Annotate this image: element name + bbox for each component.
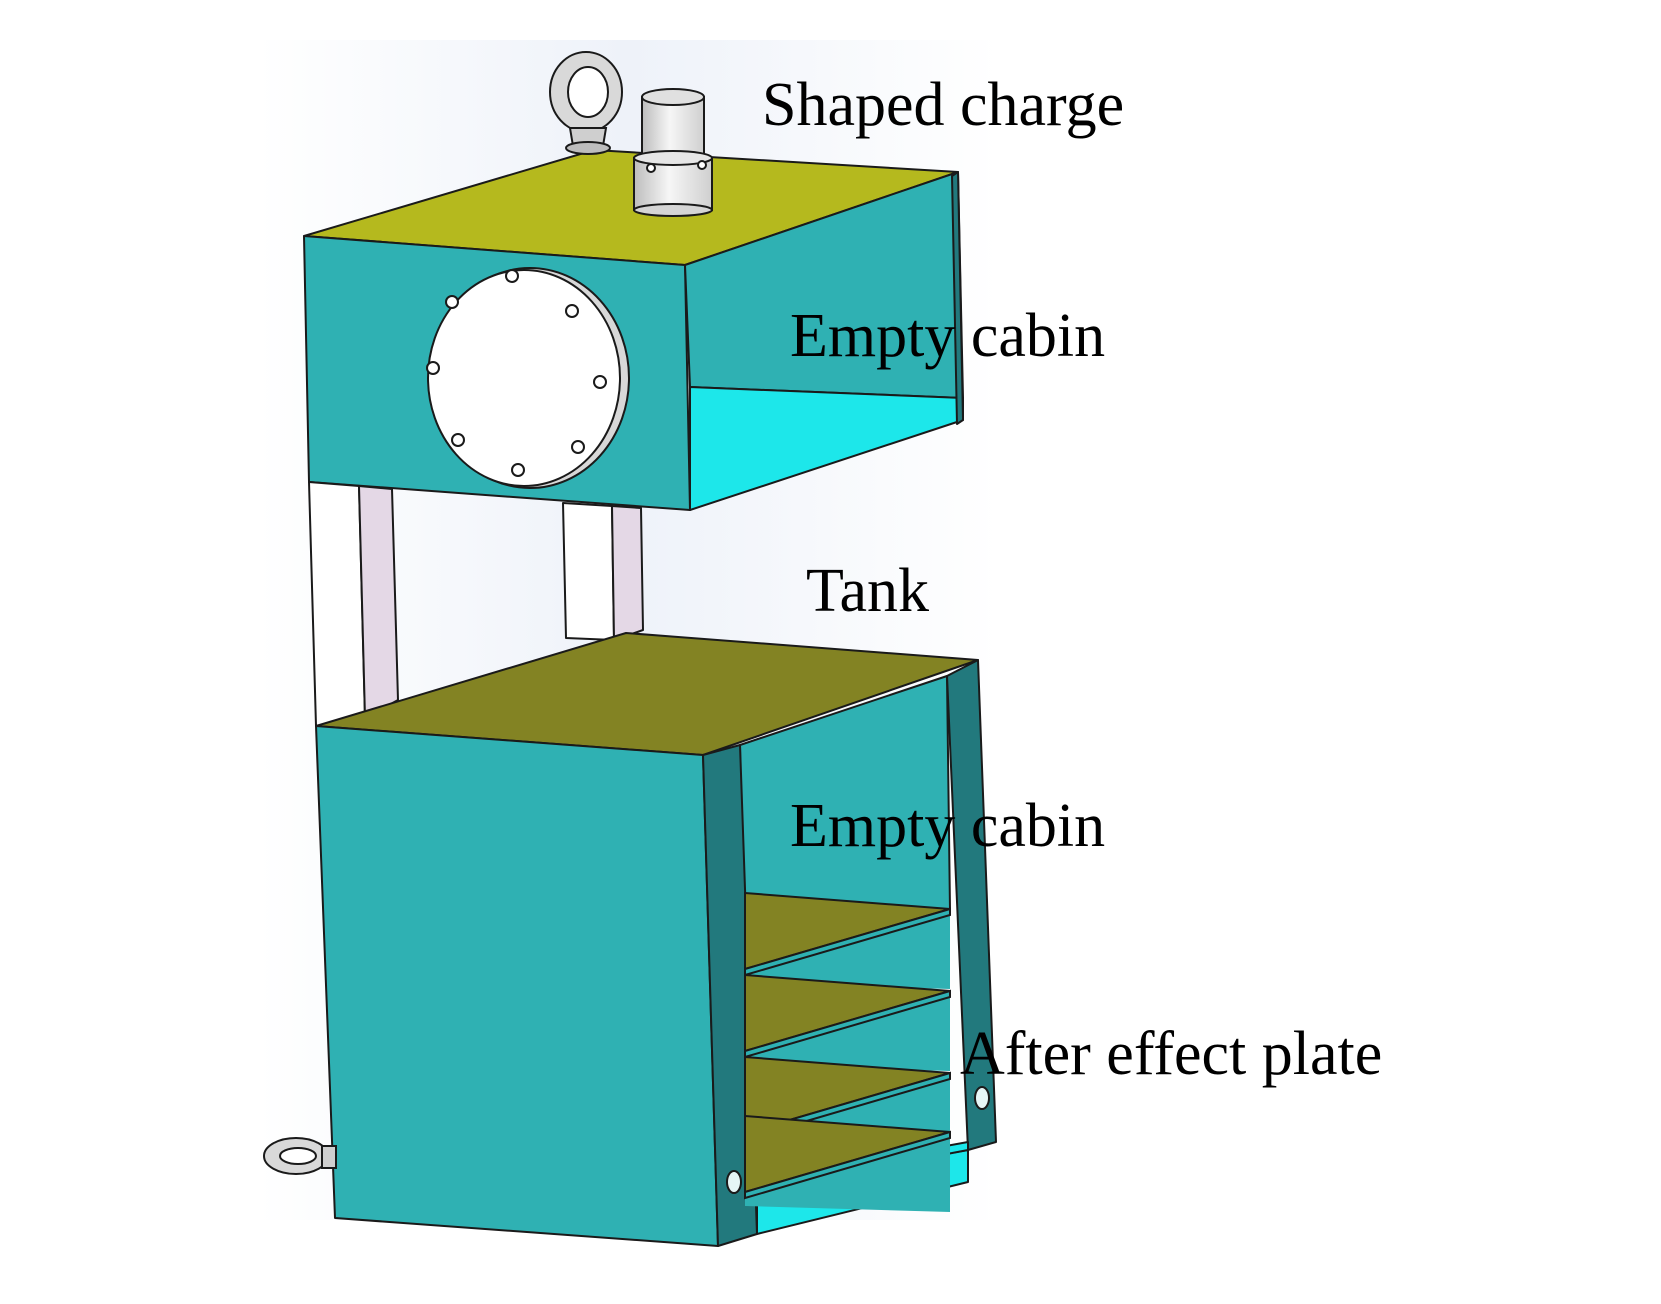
frame-hole-left bbox=[726, 1170, 742, 1194]
lower-cabin-front-face bbox=[315, 725, 719, 1247]
porthole-bolt bbox=[445, 295, 459, 309]
tank bbox=[308, 481, 644, 727]
porthole-bolt bbox=[511, 463, 525, 477]
porthole-bolt bbox=[565, 304, 579, 318]
after-effect-plate bbox=[744, 891, 951, 989]
lifting-eye-top bbox=[549, 51, 623, 155]
lifting-eye-bottom bbox=[263, 1137, 337, 1175]
porthole-bolts bbox=[426, 269, 607, 477]
eye-ring-inner bbox=[567, 66, 609, 118]
after-effect-plate bbox=[744, 973, 951, 1071]
eye-neck bbox=[321, 1145, 337, 1169]
plate-edge bbox=[744, 1130, 951, 1200]
collar-screw bbox=[646, 163, 656, 173]
plate-edge bbox=[744, 907, 951, 977]
porthole-bolt bbox=[426, 361, 440, 375]
porthole-cover bbox=[427, 269, 621, 487]
plate-gap-wall bbox=[745, 1138, 950, 1212]
porthole-bolt bbox=[451, 433, 465, 447]
frame-hole-right bbox=[974, 1086, 990, 1110]
lower-empty-cabin bbox=[315, 632, 997, 1247]
tank-right-post-side bbox=[611, 505, 644, 641]
upper-cabin-right-edge bbox=[951, 171, 964, 425]
shaped-charge-collar-top bbox=[633, 150, 713, 166]
collar-screw bbox=[697, 160, 707, 170]
tank-left-post-side bbox=[358, 485, 399, 719]
lower-cabin-right-frame bbox=[946, 659, 997, 1151]
shaped-charge-collar-base bbox=[633, 203, 713, 217]
label-shaped-charge: Shaped charge bbox=[762, 71, 1125, 139]
porthole-bolt bbox=[571, 440, 585, 454]
plate-gap-wall bbox=[745, 997, 950, 1071]
after-effect-plates bbox=[744, 891, 951, 1212]
label-tank: Tank bbox=[806, 557, 930, 625]
porthole-bolt bbox=[505, 269, 519, 283]
label-empty-cabin-bottom: Empty cabin bbox=[790, 792, 1106, 860]
eye-base bbox=[565, 141, 611, 155]
eye-ring-inner bbox=[279, 1147, 317, 1165]
plate-edge bbox=[744, 989, 951, 1059]
plate-gap-wall bbox=[745, 915, 950, 989]
label-after-effect-plate: After effect plate bbox=[960, 1020, 1383, 1088]
after-effect-plate bbox=[744, 1114, 951, 1212]
shaped-charge bbox=[633, 88, 713, 217]
tank-right-post-face bbox=[562, 502, 615, 641]
shaped-charge-top bbox=[641, 88, 705, 106]
label-empty-cabin-top: Empty cabin bbox=[790, 302, 1106, 370]
porthole bbox=[426, 267, 630, 489]
tank-left-post-face bbox=[308, 481, 366, 727]
porthole-bolt bbox=[593, 375, 607, 389]
